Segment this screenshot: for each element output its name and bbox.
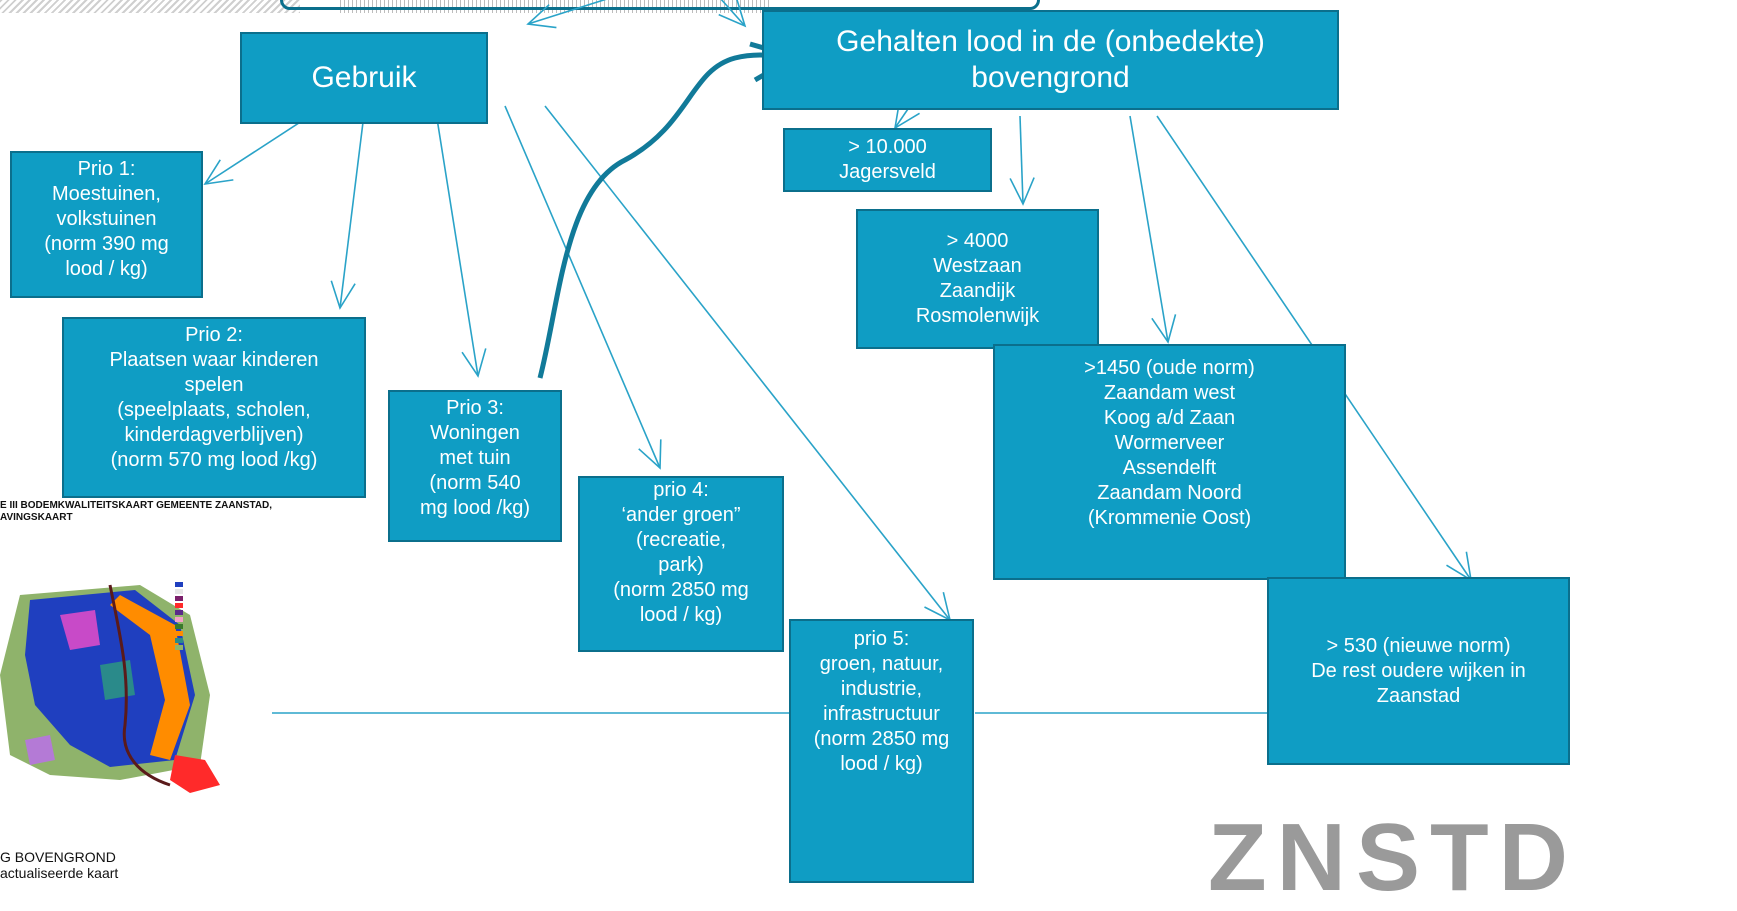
arrow-top-to-gebruik: [526, 0, 607, 29]
prio1-line-1: Prio 1:: [77, 158, 136, 180]
prio2-line-2: Plaatsen waar kinderen: [109, 349, 319, 371]
prio5-box: prio 5: groen, natuur, industrie, infras…: [789, 619, 974, 883]
legend-swatch-9: [175, 638, 183, 643]
westzaan-line-1: > 4000: [946, 230, 1009, 252]
prio4-line-2: ‘ander groen”: [621, 504, 741, 526]
prio2-line-6: (norm 570 mg lood /kg): [110, 449, 318, 471]
prio5-line-1: prio 5:: [853, 628, 910, 650]
legend-swatch-8: [175, 631, 183, 636]
nieuwe-norm-box: > 530 (nieuwe norm) De rest oudere wijke…: [1267, 577, 1570, 765]
hatch-band: [0, 0, 300, 13]
westzaan-line-4: Rosmolenwijk: [915, 305, 1040, 327]
gebruik-box: Gebruik: [240, 32, 488, 124]
prio4-line-6: lood / kg): [639, 604, 723, 626]
prio5-line-4: infrastructuur: [823, 703, 940, 725]
map-zone-teal: [100, 660, 135, 700]
prio1-line-4: (norm 390 mg: [44, 233, 169, 255]
oude-norm-box: >1450 (oude norm) Zaandam west Koog a/d …: [993, 344, 1346, 580]
prio4-line-3: (recreatie,: [635, 529, 727, 551]
prio1-box: Prio 1: Moestuinen, volkstuinen (norm 39…: [10, 151, 203, 298]
map-river: [108, 584, 171, 787]
legend-swatch-6: [175, 617, 183, 622]
oude-norm-line-3: Koog a/d Zaan: [1103, 407, 1236, 429]
nieuwe-norm-line-3: Zaanstad: [1376, 684, 1461, 707]
gehalten-box: Gehalten lood in de (onbedekte) bovengro…: [762, 10, 1339, 110]
legend-swatch-2: [175, 589, 183, 594]
prio3-line-1: Prio 3:: [446, 397, 504, 419]
map-zone-red: [170, 755, 220, 793]
prio2-line-5: kinderdagverblijven): [124, 424, 304, 446]
gehalten-line-1: Gehalten lood in de (onbedekte): [836, 25, 1265, 58]
arrow-gehalten-westzaan: [1009, 115, 1035, 206]
prio3-line-4: (norm 540: [429, 472, 521, 494]
soil-quality-map: [0, 584, 220, 793]
legend-swatch-10: [175, 645, 183, 650]
arrow-gebruik-prio2: [330, 105, 366, 310]
prio3-line-3: met tuin: [439, 447, 511, 469]
arrow-gehalten-oude-norm: [1129, 115, 1177, 344]
prio2-line-4: (speelplaats, scholen,: [117, 399, 311, 421]
prio1-line-3: volkstuinen: [56, 208, 157, 230]
prio2-line-3: spelen: [184, 374, 244, 396]
westzaan-box: > 4000 Westzaan Zaandijk Rosmolenwijk: [856, 209, 1099, 349]
nieuwe-norm-line-1: > 530 (nieuwe norm): [1326, 634, 1511, 657]
prio3-line-5: mg lood /kg): [419, 497, 531, 519]
westzaan-line-3: Zaandijk: [939, 280, 1016, 302]
connector-layer: [203, 0, 1473, 714]
oude-norm-line-7: (Krommenie Oost): [1087, 507, 1252, 529]
zaanstad-logo: ZNSTD: [1208, 804, 1578, 911]
arrow-gebruik-prio3: [434, 105, 487, 378]
legend-swatch-3: [175, 596, 183, 601]
prio2-box: Prio 2: Plaatsen waar kinderen spelen (s…: [62, 317, 366, 498]
curved-connector-prio3-gehalten: [537, 52, 796, 379]
oude-norm-line-6: Zaandam Noord: [1097, 482, 1242, 504]
legend-swatch-4: [175, 603, 183, 608]
map-caption-line-2: actualiseerde kaart: [0, 865, 119, 881]
prio4-line-4: park): [658, 554, 704, 576]
oude-norm-line-5: Assendelft: [1122, 457, 1217, 479]
top-box-edge: [280, 0, 1040, 10]
map-header-line-1: E III BODEMKWALITEITSKAART GEMEENTE ZAAN…: [0, 500, 273, 511]
prio1-line-5: lood / kg): [65, 258, 148, 280]
prio4-line-1: prio 4:: [653, 479, 709, 501]
prio2-line-1: Prio 2:: [185, 324, 243, 346]
prio4-box: prio 4: ‘ander groen” (recreatie, park) …: [578, 476, 784, 652]
jagersveld-line-1: > 10.000: [848, 136, 927, 158]
legend-swatch-5: [175, 610, 183, 615]
map-zone-magenta: [60, 610, 100, 650]
gebruik-label: Gebruik: [311, 61, 417, 94]
map-zone-purple: [25, 735, 55, 765]
oude-norm-line-1: >1450 (oude norm): [1084, 357, 1255, 379]
legend-swatch-7: [175, 624, 183, 629]
westzaan-line-2: Westzaan: [933, 255, 1022, 277]
prio1-line-2: Moestuinen,: [52, 183, 161, 205]
prio3-line-2: Woningen: [430, 422, 520, 444]
map-caption-line-1: G BOVENGROND: [0, 849, 116, 865]
jagersveld-box: > 10.000 Jagersveld: [783, 128, 992, 192]
arrow-top-to-gehalten: [718, 0, 747, 28]
prio3-box: Prio 3: Woningen met tuin (norm 540 mg l…: [388, 390, 562, 542]
prio5-line-6: lood / kg): [840, 753, 923, 775]
prio5-line-2: groen, natuur,: [819, 653, 944, 675]
prio5-line-5: (norm 2850 mg: [813, 728, 950, 750]
jagersveld-line-2: Jagersveld: [839, 161, 936, 183]
map-zone-orange: [110, 595, 190, 760]
arrow-gebruik-prio4: [504, 105, 662, 470]
oude-norm-line-2: Zaandam west: [1103, 382, 1236, 404]
map-header-line-2: AVINGSKAART: [0, 512, 73, 523]
legend-swatch-1: [175, 582, 183, 587]
map-legend: [175, 582, 183, 650]
prio4-line-5: (norm 2850 mg: [613, 579, 749, 601]
gehalten-line-2: bovengrond: [971, 61, 1130, 94]
oude-norm-line-4: Wormerveer: [1114, 432, 1225, 454]
arrow-gebruik-prio5: [544, 105, 952, 622]
nieuwe-norm-line-2: De rest oudere wijken in: [1311, 659, 1526, 682]
prio5-line-3: industrie,: [840, 678, 923, 700]
